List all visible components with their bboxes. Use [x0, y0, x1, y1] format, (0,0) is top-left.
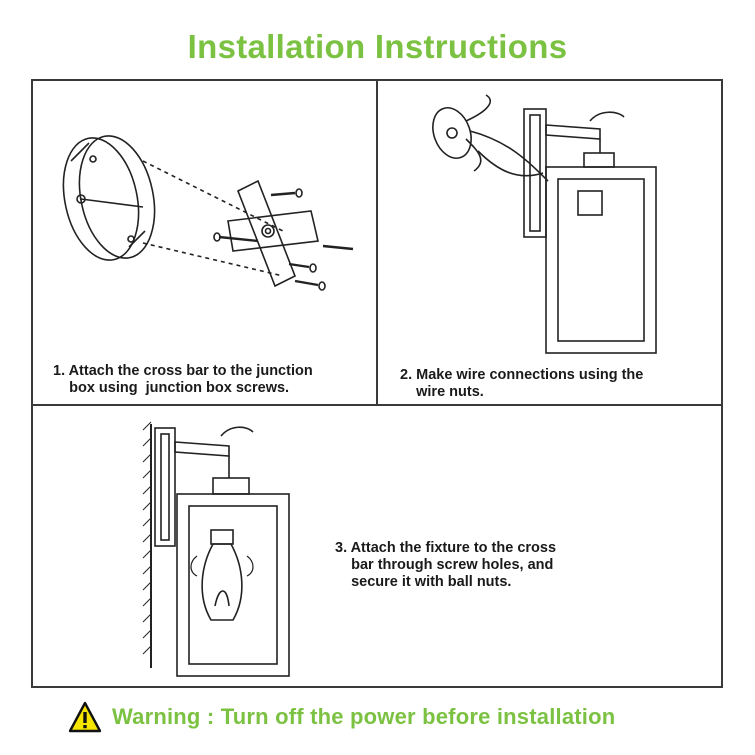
step-3-panel: 3. Attach the fixture to the cross bar t… [31, 404, 723, 688]
warning-banner: Warning : Turn off the power before inst… [68, 700, 728, 734]
step-3-caption: 3. Attach the fixture to the cross bar t… [335, 540, 557, 590]
fixture-attach-illustration [142, 421, 290, 677]
step-2-panel: 2. Make wire connections using the wire … [376, 79, 723, 406]
page-title: Installation Instructions [187, 28, 568, 65]
warning-triangle-icon [68, 701, 102, 733]
junction-box-crossbar-illustration [62, 135, 354, 291]
step-2-caption: 2. Make wire connections using the wire … [400, 367, 644, 400]
step-1-panel: 1. Attach the cross bar to the junction … [31, 79, 378, 406]
wire-connection-illustration [432, 94, 657, 354]
step-1-caption: 1. Attach the cross bar to the junction … [53, 363, 313, 396]
warning-text: Warning : Turn off the power before inst… [112, 704, 616, 729]
